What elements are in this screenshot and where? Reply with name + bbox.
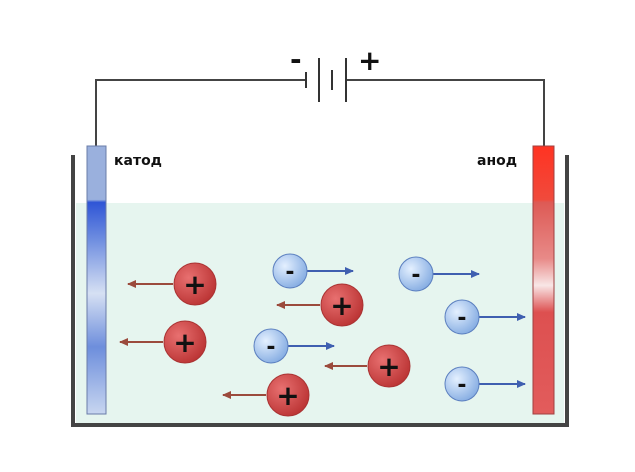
anion-ion: - <box>444 366 526 402</box>
anion-ion: - <box>444 299 526 335</box>
wire-right <box>347 79 545 146</box>
anion-symbol: - <box>457 306 466 331</box>
anion-circle <box>444 299 480 335</box>
cation-symbol: + <box>173 326 196 359</box>
anion-ion: - <box>272 253 354 289</box>
wire-left <box>95 79 305 146</box>
cation-circle <box>266 373 310 417</box>
anion-circle <box>253 328 289 364</box>
cation-symbol: + <box>377 350 400 383</box>
cation-circle <box>320 283 364 327</box>
anion-ion: - <box>398 256 480 292</box>
anode-label: анод <box>477 153 517 169</box>
cation-symbol: + <box>330 289 353 322</box>
cation-ion: + <box>324 344 411 388</box>
cation-circle <box>173 262 217 306</box>
cation-ion: + <box>119 320 207 364</box>
cation-symbol: + <box>183 268 206 301</box>
cation-ion: + <box>127 262 217 306</box>
anion-symbol: - <box>285 260 294 285</box>
cathode-label: катод <box>114 153 162 169</box>
anion-circle <box>398 256 434 292</box>
anion-symbol: - <box>266 335 275 360</box>
vessel <box>71 155 569 427</box>
anion-circle <box>444 366 480 402</box>
anion-symbol: - <box>411 263 420 288</box>
cation-circle <box>163 320 207 364</box>
battery-minus-sign: - <box>290 43 302 76</box>
battery-plus-sign: + <box>358 44 381 77</box>
battery <box>305 58 347 102</box>
anion-symbol: - <box>457 373 466 398</box>
cathode-electrode <box>86 145 107 415</box>
cation-circle <box>367 344 411 388</box>
electrolyte-solution <box>76 203 564 423</box>
cation-ion: + <box>276 283 364 327</box>
anion-ion: - <box>253 328 335 364</box>
cation-symbol: + <box>276 379 299 412</box>
anion-circle <box>272 253 308 289</box>
anode-electrode <box>532 145 555 415</box>
cation-ion: + <box>222 373 310 417</box>
